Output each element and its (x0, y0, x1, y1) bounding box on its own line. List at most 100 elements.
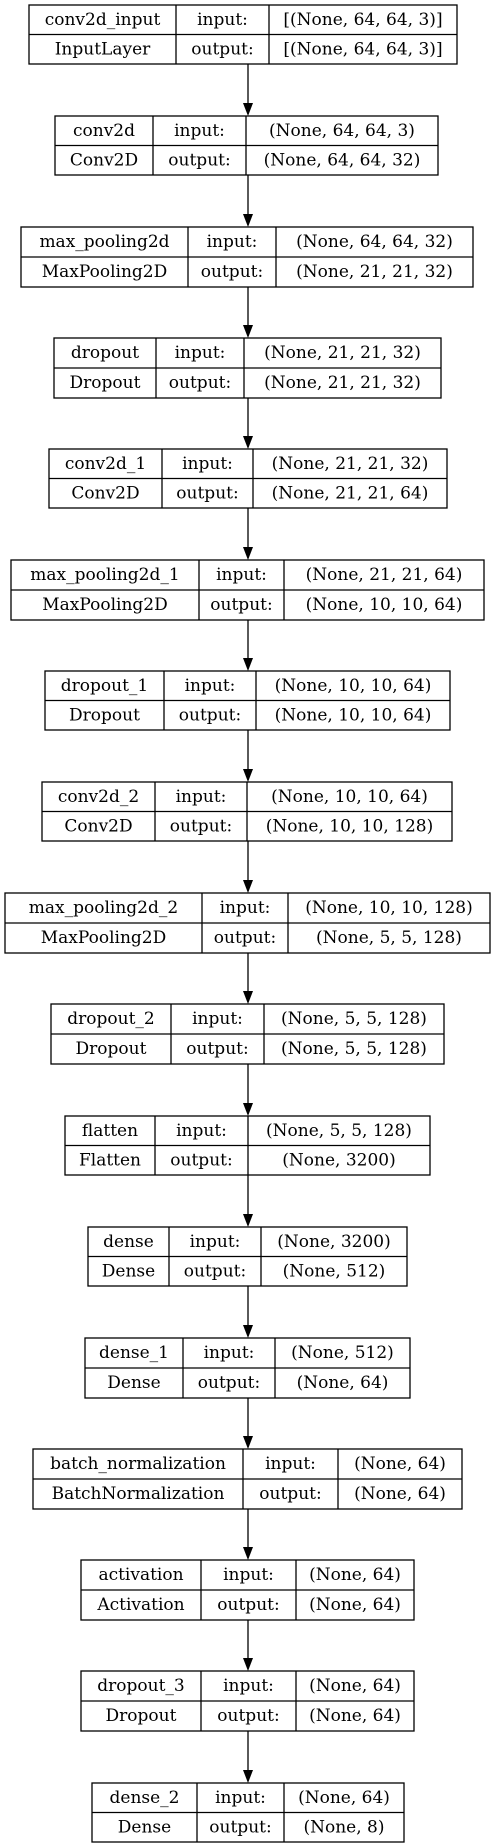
output-shape: (None, 21, 21, 32) (264, 373, 421, 393)
layer-name: dropout_3 (97, 1676, 184, 1696)
edge-arrow (243, 841, 253, 893)
edge-arrow (243, 620, 253, 671)
output-label: output: (179, 705, 241, 725)
layer-name: max_pooling2d (39, 232, 169, 252)
layer-class: MaxPooling2D (42, 262, 168, 282)
layer-class: MaxPooling2D (41, 928, 167, 948)
input-label: input: (190, 1232, 241, 1252)
output-label: output: (259, 1484, 321, 1504)
layer-class: Dropout (76, 1039, 147, 1059)
input-label: input: (223, 1565, 274, 1585)
input-shape: (None, 10, 10, 64) (275, 676, 432, 696)
layer-name: conv2d (73, 121, 135, 141)
input-label: input: (215, 1788, 266, 1808)
edge-arrow (243, 287, 253, 338)
input-label: input: (182, 454, 233, 474)
output-shape: (None, 8) (303, 1817, 384, 1837)
input-label: input: (176, 1121, 227, 1141)
arrowhead (243, 103, 253, 116)
arrowhead (243, 658, 253, 671)
layer-name: conv2d_2 (58, 787, 139, 807)
layer-name: activation (98, 1565, 183, 1585)
output-label: output: (170, 816, 232, 836)
arrowhead (243, 1770, 253, 1783)
layer-class: Conv2D (71, 483, 139, 503)
output-shape: (None, 64, 64, 32) (264, 150, 421, 170)
input-label: input: (174, 121, 225, 141)
arrowhead (243, 1325, 253, 1338)
arrowhead (243, 1214, 253, 1227)
input-label: input: (220, 898, 271, 918)
arrowhead (243, 1658, 253, 1671)
input-shape: (None, 64, 64, 32) (296, 232, 453, 252)
output-label: output: (170, 1150, 232, 1170)
arrowhead (243, 880, 253, 893)
arrowhead (243, 436, 253, 449)
output-shape: [(None, 64, 64, 3)] (283, 39, 442, 59)
output-label: output: (191, 39, 253, 59)
input-shape: (None, 21, 21, 64) (306, 565, 463, 585)
output-shape: (None, 21, 21, 64) (272, 483, 429, 503)
input-label: input: (175, 343, 226, 363)
layer-name: dense_1 (99, 1343, 169, 1363)
output-label: output: (169, 373, 231, 393)
layer-class: Conv2D (70, 150, 138, 170)
output-label: output: (186, 1039, 248, 1059)
input-shape: (None, 5, 5, 128) (281, 1009, 427, 1029)
input-label: input: (185, 676, 236, 696)
layer-node-max_pooling2d: max_pooling2dMaxPooling2Dinput:output:(N… (20, 226, 474, 288)
output-label: output: (176, 483, 238, 503)
layer-name: dropout_1 (61, 676, 148, 696)
input-label: input: (204, 1343, 255, 1363)
arrowhead (243, 769, 253, 782)
edge-arrow (243, 1509, 253, 1560)
layer-class: MaxPooling2D (42, 595, 168, 615)
layer-name: flatten (82, 1121, 138, 1141)
input-shape: (None, 64) (354, 1454, 446, 1474)
arrowhead (243, 547, 253, 560)
layer-class: InputLayer (55, 39, 151, 59)
edge-arrow (243, 1175, 253, 1227)
input-label: input: (197, 10, 248, 30)
layer-class: Dropout (69, 705, 140, 725)
input-shape: (None, 21, 21, 32) (272, 454, 429, 474)
output-shape: (None, 64) (297, 1373, 389, 1393)
layer-name: dense_2 (110, 1788, 180, 1808)
input-label: input: (176, 787, 227, 807)
layer-name: max_pooling2d_2 (29, 898, 178, 918)
layer-name: max_pooling2d_1 (30, 565, 179, 585)
layer-class: BatchNormalization (52, 1484, 225, 1504)
output-label: output: (209, 1817, 271, 1837)
arrowhead (243, 1103, 253, 1116)
layer-class: Dropout (70, 373, 141, 393)
output-shape: (None, 10, 10, 64) (306, 595, 463, 615)
arrowhead (243, 991, 253, 1004)
input-shape: (None, 64) (298, 1788, 390, 1808)
edge-arrow (243, 1398, 253, 1449)
output-shape: (None, 64) (354, 1484, 446, 1504)
input-shape: [(None, 64, 64, 3)] (283, 10, 442, 30)
layer-name: dense (103, 1232, 154, 1252)
layer-class: Dropout (106, 1706, 177, 1726)
output-label: output: (201, 262, 263, 282)
arrowhead (243, 214, 253, 227)
output-shape: (None, 5, 5, 128) (281, 1039, 427, 1059)
arrowhead (243, 1547, 253, 1560)
layer-class: Dense (107, 1373, 160, 1393)
output-label: output: (210, 595, 272, 615)
output-label: output: (217, 1595, 279, 1615)
output-shape: (None, 21, 21, 32) (296, 262, 453, 282)
arrowhead (243, 1436, 253, 1449)
edge-arrow (243, 64, 253, 116)
layer-name: dropout (71, 343, 139, 363)
layer-name: dropout_2 (67, 1009, 154, 1029)
